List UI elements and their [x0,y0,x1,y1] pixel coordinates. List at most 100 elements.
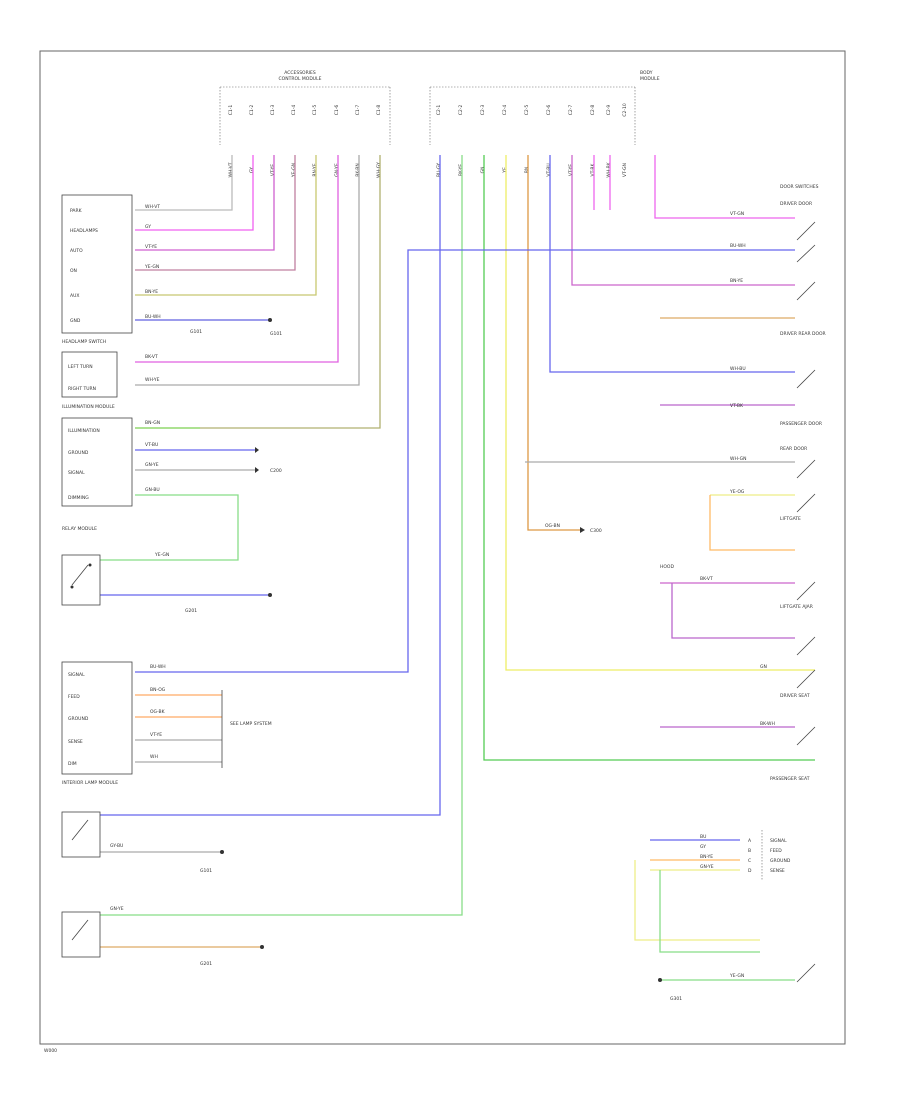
switch-label: HOOD [660,564,674,570]
wire-r-9e [659,870,760,953]
left-pin-label: C1-1 [228,105,234,116]
switch-label: LIFTGATE AJAR [780,604,813,610]
wire-c2-1 [100,155,441,816]
switch-label: DRIVER DOOR [780,201,812,207]
switch-label: DRIVER SEAT [780,693,810,699]
wire-c1-5 [135,155,317,296]
wire-label: GN-BU [145,487,160,493]
control-row-label: ILLUMINATION [68,428,100,434]
wire-c1-1 [135,155,233,211]
wire-label: GY [700,844,706,850]
connector-left-header: ACCESSORIES CONTROL MODULE [219,70,391,145]
ilm-row-label: GROUND [68,716,89,722]
right-wire-label: BN [524,167,530,173]
wire-label: BK-WH [760,721,775,727]
right-pin-label: C2-1 [436,105,442,116]
headlamp-row-label: GND [70,318,81,324]
right-pin-label: C2-2 [458,105,464,116]
ground-label: G301 [670,996,682,1002]
left-pin-label: C1-4 [291,105,297,116]
connector-label: C300 [590,528,602,534]
wire-label: BN-YE [730,278,743,284]
pin-label: D [748,868,752,874]
connector-left-subtitle: CONTROL MODULE [279,76,322,82]
bottom-row-label: SIGNAL [770,838,787,844]
wire-label: VT-BK [730,403,744,409]
wire-label: GN-YE [700,864,714,870]
door-switch-left: YE-GN G201 [61,552,272,614]
left-wire-label: GN-YE [334,163,340,177]
right-wire-label: VT-BU [546,163,552,176]
wire-label: VT-YE [145,244,157,250]
right-pin-label: C2-5 [524,105,530,116]
wire-r-5b [709,495,795,551]
wire-r-6b [671,583,795,639]
wire-label: YE-GN [154,552,169,558]
wire-label: OG-BN [545,523,560,529]
ground-ref-label: G101 [270,331,282,337]
left-wire-label: GY [249,167,255,173]
right-pin-label: C2-4 [502,105,508,116]
bottom-connector: SIGNAL FEED GROUND SENSE BU GY BN-YE GN-… [700,830,791,880]
wire-ctrl-4 [100,494,239,561]
right-switch-2: BU-WH [730,243,816,263]
connector-left-wire-labels: WH-VT GY VT-YE YE-GN BN-YE GN-YE BK-BN W… [228,162,382,178]
connector-right-wire-labels: BU-GY BK-YE GN YE BN VT-BU VT-YE VT-BK W… [436,161,628,177]
wire-label: BN-YE [145,289,158,295]
pin-label: C [748,858,751,864]
switch-label: PASSENGER DOOR [780,421,822,427]
wire-label: GY-BU [110,843,123,849]
bottom-row-label: GROUND [770,858,791,864]
switch-label: DRIVER REAR DOOR [780,331,826,337]
wire-label: BU [700,834,706,840]
wire-c1-4 [135,155,296,271]
wire-c1-8 [135,155,381,429]
passenger-switch: GN-YE G201 [61,906,264,967]
diagram-frame [39,50,846,1045]
right-wire-label: GN [480,167,486,174]
wire-label: BU-WH [145,314,161,320]
wire-c1-3 [135,155,275,251]
right-wire-label: WH-BK [606,161,612,177]
relay-module-label: RELAY MODULE [62,526,97,532]
connector-left-title: ACCESSORIES [284,70,316,76]
right-pin-label: C2-6 [546,105,552,116]
wire-c2-2 [100,155,463,916]
ground-label: G201 [185,608,197,614]
right-switch-9: GN DRIVER SEAT [760,664,816,699]
wire-label: WH-GN [730,456,746,462]
left-pin-label: C1-2 [249,105,255,116]
switch-label: REAR DOOR [780,446,807,452]
wire-label: BU-WH [730,243,746,249]
right-switch-1: VT-GN DRIVER DOOR [730,201,816,241]
mid-connector: OG-BN C300 [545,523,602,534]
right-wire-label: BK-YE [458,164,464,176]
right-wire-label: YE [502,167,508,174]
wire-label: BN-OG [150,687,166,693]
left-wire-label: VT-YE [270,164,276,176]
right-switch-8: BK-VT HOOD [660,564,816,656]
pin-label: B [748,848,751,854]
wire-c2-6 [549,155,795,373]
left-pin-label: C1-8 [376,105,382,116]
turn-row-label: LEFT TURN [68,364,93,370]
wire-label: BK-VT [700,576,713,582]
wire-label: GY [145,224,151,230]
illumination-module-title: ILLUMINATION MODULE [62,404,115,410]
connector-right-header: BODY MODULE [429,70,660,145]
bottom-row-label: SENSE [770,868,785,874]
right-switch-3: BN-YE DRIVER REAR DOOR [730,278,826,337]
ilm-row-label: DIM [68,761,77,767]
ilm-ref-label: SEE LAMP SYSTEM [230,721,272,727]
wire-label: BN-GN [145,420,160,426]
wire-label: VT-BU [145,442,158,448]
right-pin-label: C2-3 [480,105,486,116]
left-wire-label: BK-BN [355,163,361,176]
connector-left-pins: C1-1 C1-2 C1-3 C1-4 C1-5 C1-6 C1-7 C1-8 [228,105,382,116]
pin-label: A [748,838,752,844]
wire-c2-7 [571,155,795,286]
right-switch-10: BK-WH PASSENGER SEAT [760,721,816,782]
left-pin-label: C1-3 [270,105,276,116]
wire-label: WH-BU [730,366,746,372]
